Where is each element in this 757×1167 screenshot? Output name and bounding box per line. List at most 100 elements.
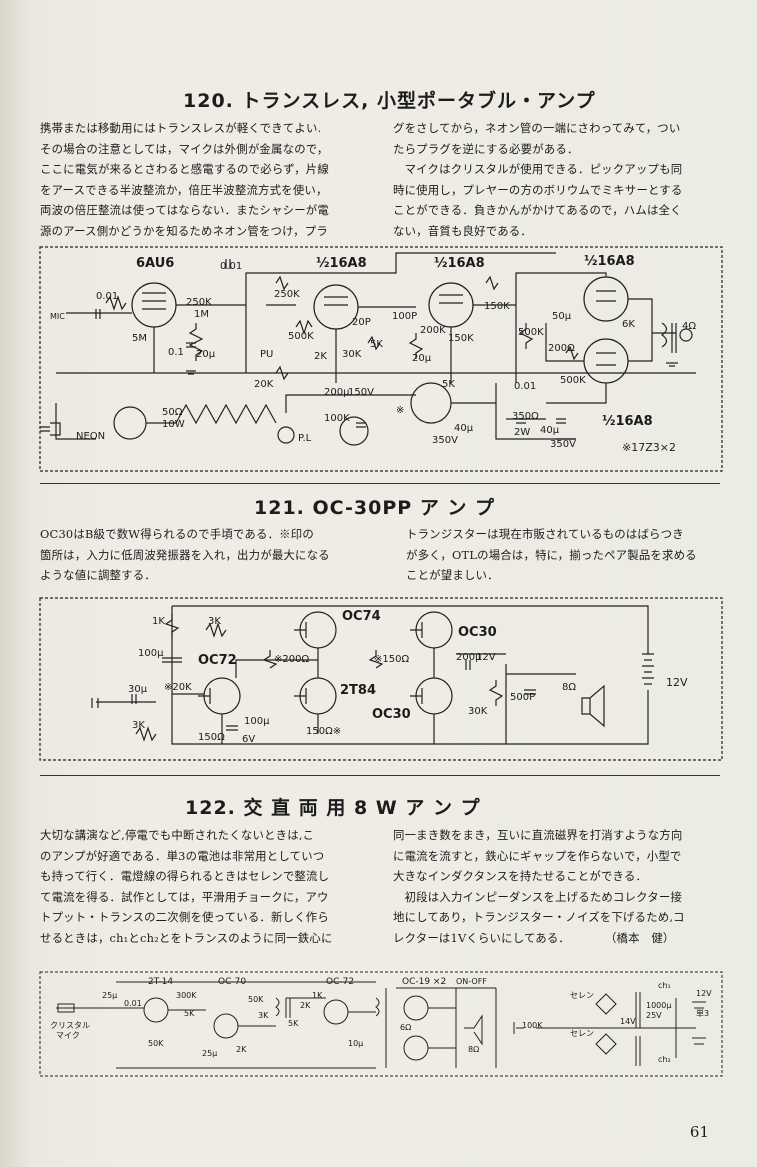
- schematic-label: ON-OFF: [456, 977, 487, 986]
- schematic-label: 300K: [176, 991, 197, 1000]
- schematic-label: 0.01: [96, 291, 118, 302]
- schematic-label: 100μ: [244, 716, 270, 727]
- text-line: ない，音質も良好である．: [393, 223, 532, 238]
- schematic-label: 350V: [550, 439, 576, 450]
- text-line: ここに電気が来るとさわると感電するので必らず，片線: [40, 162, 329, 176]
- text-line: ことが望ましい．: [406, 568, 499, 582]
- text-line: ことができる．負きかんがかけてあるので，ハムは全く: [393, 203, 682, 217]
- schematic-label: 200K: [420, 325, 446, 336]
- schematic-label: ½16A8: [434, 256, 485, 271]
- schematic-label: 4Ω: [682, 321, 696, 332]
- transistor-oc72: [323, 999, 349, 1025]
- tube-16a8-4: [583, 338, 629, 384]
- schematic-label: NEON: [76, 431, 105, 442]
- schematic-label: 3K: [208, 616, 221, 627]
- text-line: も持って行く．電燈線の得られるときはセレンで整流し: [40, 869, 330, 883]
- schematic-label: 12V: [696, 989, 712, 998]
- schematic-label: ch₂: [658, 1055, 671, 1064]
- section-121-title: 121. OC-30PP ア ン プ: [254, 497, 496, 519]
- schematic-label: 150K: [448, 333, 474, 344]
- schematic-label: ※200Ω: [274, 654, 309, 665]
- text-line: 同一まき数をまき，互いに直流磁界を打消すような方向: [393, 828, 683, 842]
- schematic-label: 40μ: [454, 423, 474, 434]
- text-line: その場合の注意としては，マイクは外側が金属なので，: [40, 141, 329, 156]
- schematic-label: 500K: [518, 327, 544, 338]
- schematic-label: 30μ: [128, 684, 148, 695]
- schematic-label: 3K: [258, 1011, 269, 1020]
- schematic-label: マイク: [56, 1031, 80, 1040]
- section-120-text-right: グをさしてから，ネオン管の一端にさわってみて，つい たらプラグを逆にする必要があ…: [393, 118, 723, 241]
- tube-16a8-2: [428, 282, 474, 328]
- schematic-label: 10μ: [348, 1039, 363, 1048]
- schematic-label: 0.01: [124, 999, 142, 1008]
- schematic-label: 5K: [184, 1009, 195, 1018]
- text-line: せるときは，ch₁とch₂とをトランスのように同一鉄心に: [40, 930, 333, 945]
- schematic-label: 20μ: [196, 349, 216, 360]
- schematic-label: 3K: [132, 720, 145, 731]
- text-line: たらプラグを逆にする必要がある．: [393, 141, 579, 156]
- text-line: 時に使用し，プレヤーの方のボリウムでミキサーとする: [393, 182, 683, 197]
- schematic-label: 150Ω※: [306, 726, 341, 737]
- schematic-label: クリスタル: [50, 1021, 90, 1030]
- text-line: 箇所は，入力に低周波発振器を入れ，出力が最大になる: [40, 547, 330, 562]
- schematic-label: 250K: [186, 297, 212, 308]
- schematic-label: 8Ω: [562, 682, 576, 693]
- schematic-label: 6K: [622, 319, 635, 330]
- schematic-label: ※20K: [164, 682, 192, 693]
- schematic-label: 1K: [312, 991, 323, 1000]
- schematic-label: OC72: [198, 653, 237, 668]
- text-line: 源のアース側かどうかを知るためネオン管をつけ，プラ: [40, 223, 328, 238]
- section-122-text-left: 大切な講演など,停電でも中断されたくないときは,こ のアンプが好適である．単3の…: [40, 825, 380, 948]
- schematic-label: 40μ: [540, 425, 560, 436]
- schematic-label: 350Ω: [512, 411, 539, 422]
- schematic-label: ½16A8: [584, 254, 635, 269]
- schematic-label: 2W: [514, 427, 530, 438]
- schematic-label: OC30: [458, 625, 497, 640]
- schematic-label: 25μ: [202, 1049, 217, 1058]
- schematic-label: P.L: [298, 433, 312, 444]
- schematic-label: 150V: [348, 387, 374, 398]
- schematic-label: 8Ω: [468, 1045, 479, 1054]
- section-122-text-right: 同一まき数をまき，互いに直流磁界を打消すような方向 に電流を流すと，鉄心にギャッ…: [393, 825, 723, 948]
- text-line: て電流を得る．試作としては，平滑用チョークに，アウ: [40, 889, 329, 904]
- schematic-label: 50K: [148, 1039, 164, 1048]
- schematic-label: ※: [396, 405, 404, 416]
- text-line: 両波の倍圧整流は使ってはならない．またシャシーが電: [40, 203, 329, 217]
- text-line: レクターは1Vくらいにしてある． （橋本 健）: [393, 930, 675, 945]
- schematic-label: 1K: [152, 616, 165, 627]
- schematic-label: 2K: [300, 1001, 311, 1010]
- transistor-2t14: [143, 997, 169, 1023]
- schematic-label: 6Ω: [400, 1023, 411, 1032]
- schematic-label: ½16A8: [602, 414, 653, 429]
- schematic-label: 6V: [242, 734, 255, 745]
- transistor-oc19-1: [403, 995, 429, 1021]
- schematic-label: OC-70: [218, 977, 246, 987]
- schematic-122: 2T-14 OC-70 OC-72 OC-19 ×2 ON-OFF 25μ 0.…: [39, 971, 723, 1077]
- text-line: OC30はB級で数W得られるので手頃である．※印の: [40, 527, 314, 541]
- text-line: 大きなインダクタンスを持たせることができる．: [393, 869, 648, 883]
- schematic-label: 単3: [696, 1008, 709, 1018]
- schematic-label: 25μ: [102, 991, 117, 1000]
- schematic-label: 5K: [442, 379, 455, 390]
- text-line: トプット・トランスの二次側を使っている．新しく作ら: [40, 910, 329, 924]
- schematic-label: 50Ω: [162, 407, 183, 418]
- schematic-label: 100K: [324, 413, 350, 424]
- schematic-label: 100μ: [138, 648, 164, 659]
- transistor-oc19-2: [403, 1035, 429, 1061]
- tube-16a8-3: [583, 276, 629, 322]
- schematic-label: 100P: [392, 311, 417, 322]
- text-line: グをさしてから，ネオン管の一端にさわってみて，つい: [393, 121, 681, 135]
- schematic-label: 500K: [288, 331, 314, 342]
- schematic-label: ※17Z3×2: [622, 441, 676, 454]
- schematic-label: セレン: [570, 991, 594, 1000]
- pilot-lamp: [277, 426, 295, 444]
- schematic-label: 500K: [560, 375, 586, 386]
- schematic-label: セレン: [570, 1029, 594, 1038]
- schematic-label: OC74: [342, 609, 381, 624]
- schematic-label: 500P: [510, 692, 535, 703]
- schematic-label: 30K: [342, 349, 362, 360]
- schematic-label: 2T84: [340, 683, 376, 698]
- schematic-label: 5K: [370, 339, 383, 350]
- schematic-label: 250K: [274, 289, 300, 300]
- schematic-label: 0.01: [514, 381, 536, 392]
